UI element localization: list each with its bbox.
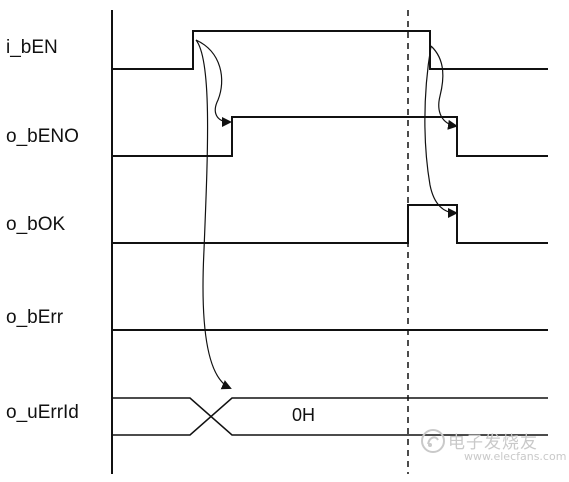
o_uErrId-waveform (112, 397, 548, 436)
signal-label-i_bEN: i_bEN (6, 37, 58, 58)
watermark-brand: 电子发烧友 (448, 433, 538, 453)
bus-value-label: 0H (292, 405, 316, 425)
i_bEN-waveform (112, 30, 548, 70)
arrow-i_bEN-fall-to-o_bENO (430, 45, 458, 130)
o_bOK-waveform (112, 204, 548, 244)
o_bENO-waveform (112, 116, 548, 157)
signal-label-o_bENO: o_bENO (6, 126, 79, 147)
signal-label-o_uErrId: o_uErrId (6, 402, 79, 423)
arrow-i_bEN-to-o_uErrId (195, 39, 232, 390)
arrow-i_bEN-fall-to-o_bOK (424, 45, 458, 218)
arrow-i_bEN-to-o_bENO (195, 39, 232, 127)
signal-label-o_bOK: o_bOK (6, 214, 66, 235)
signal-label-o_bErr: o_bErr (6, 307, 64, 328)
watermark: 电子发烧友 www.elecfans.com (420, 426, 566, 468)
watermark-logo-icon (421, 429, 445, 453)
watermark-url: www.elecfans.com (464, 450, 567, 463)
